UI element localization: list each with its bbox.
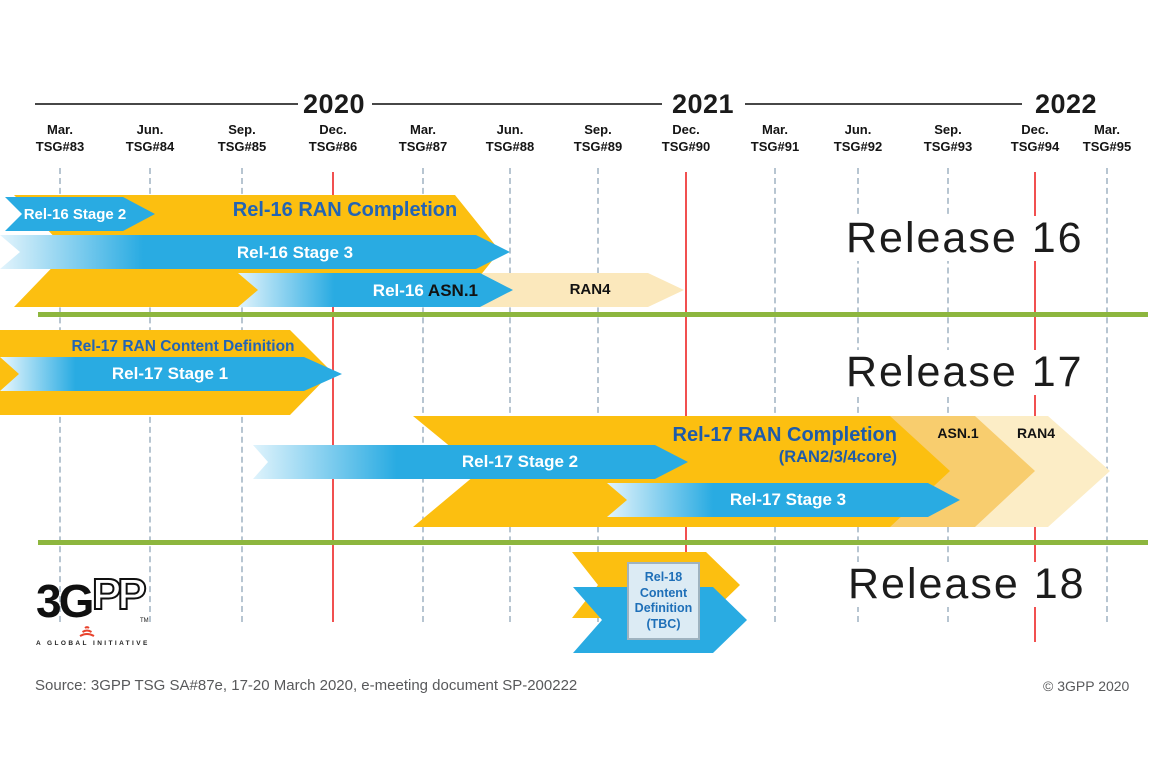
rel17-content-definition-label: Rel-17 RAN Content Definition — [71, 338, 295, 355]
rel17-stage1-label: Rel-17 Stage 1 — [111, 364, 229, 383]
meeting-label-tsg93: Sep.TSG#93 — [923, 122, 973, 154]
dashed-grid-line-tsg88 — [509, 168, 511, 622]
year-label-2022: 2022 — [1034, 89, 1098, 119]
rel17-ran-completion-label: Rel-17 RAN Completion (RAN2/3/4core) — [655, 424, 897, 467]
rel16-asn1-label-suffix: ASN.1 — [427, 281, 478, 300]
red-milestone-line-tsg90 — [685, 172, 687, 558]
rel16-asn1-arrow — [238, 273, 513, 307]
dashed-grid-line-tsg95 — [1106, 168, 1108, 622]
source-note: Source: 3GPP TSG SA#87e, 17-20 March 202… — [35, 677, 578, 694]
threegpp-logo-tm: TM — [140, 618, 149, 624]
rel17-stage1-arrow — [0, 357, 342, 391]
rel18-box-line: (TBC) — [646, 616, 681, 631]
rel16-asn1-label: Rel-16 ASN.1 — [320, 281, 478, 301]
header-rule-segment — [372, 103, 662, 105]
meeting-label-tsg86: Dec.TSG#86 — [308, 122, 358, 154]
rel18-box-line: Rel-18 — [644, 570, 683, 584]
dashed-grid-line-tsg87 — [422, 168, 424, 622]
threegpp-logo-3g: 3G — [36, 575, 94, 627]
rel17-stage3-arrow — [607, 483, 960, 517]
meeting-label-tsg87: Mar.TSG#87 — [398, 122, 448, 154]
threegpp-logo: 3G PP TM A GLOBAL INITIATIVE — [36, 572, 156, 650]
header-rule-segment — [35, 103, 298, 105]
rel18-box-line: Definition — [634, 601, 693, 615]
meeting-label-tsg92: Jun.TSG#92 — [833, 122, 883, 154]
rel16-asn1-label-prefix: Rel-16 — [372, 281, 428, 300]
meeting-label-tsg83: Mar.TSG#83 — [35, 122, 85, 154]
dashed-grid-line-tsg91 — [774, 168, 776, 622]
divider-rel17-rel18 — [38, 540, 1148, 545]
rel18-box-line: Content — [639, 585, 688, 600]
meeting-label-tsg94: Dec.TSG#94 — [1010, 122, 1060, 154]
copyright-note: © 3GPP 2020 — [1043, 678, 1130, 694]
threegpp-logo-tagline: A GLOBAL INITIATIVE — [36, 640, 150, 647]
rel17-stage2-label: Rel-17 Stage 2 — [461, 452, 579, 471]
release18-title: Release 18 — [840, 561, 1094, 608]
meeting-label-tsg88: Jun.TSG#88 — [485, 122, 535, 154]
meeting-label-tsg85: Sep.TSG#85 — [217, 122, 267, 154]
rel16-stage2-arrow — [5, 197, 155, 231]
dashed-grid-line-tsg89 — [597, 168, 599, 622]
year-label-2021: 2021 — [671, 89, 735, 119]
release16-title: Release 16 — [838, 215, 1092, 262]
rel16-ran4-label: RAN4 — [569, 281, 611, 298]
rel17-stage3-label: Rel-17 Stage 3 — [729, 490, 847, 509]
meeting-label-tsg84: Jun.TSG#84 — [125, 122, 175, 154]
header-rule-segment — [745, 103, 1022, 105]
red-milestone-line-tsg94 — [1034, 172, 1036, 642]
divider-rel16-rel17 — [38, 312, 1148, 317]
rel17-ran4-label: RAN4 — [1016, 425, 1056, 441]
threegpp-logo-waves-icon — [79, 626, 95, 637]
rel16-stage3-arrow — [0, 235, 510, 269]
meeting-label-tsg90: Dec.TSG#90 — [661, 122, 711, 154]
rel16-ran-completion-label: Rel-16 RAN Completion — [232, 199, 458, 221]
release17-title: Release 17 — [838, 349, 1092, 396]
rel17-stage2-arrow — [253, 445, 688, 479]
rel16-stage3-label: Rel-16 Stage 3 — [236, 243, 354, 262]
meeting-label-tsg91: Mar.TSG#91 — [750, 122, 800, 154]
meeting-label-tsg89: Sep.TSG#89 — [573, 122, 623, 154]
meeting-label-tsg95: Mar.TSG#95 — [1082, 122, 1132, 154]
rel17-asn1-label: ASN.1 — [937, 425, 979, 441]
rel17-ran-completion-title: Rel-17 RAN Completion — [672, 424, 897, 446]
year-label-2020: 2020 — [302, 89, 366, 119]
rel17-ran-completion-subtitle: (RAN2/3/4core) — [778, 448, 897, 466]
red-milestone-line-tsg86 — [332, 172, 334, 622]
rel16-stage2-label: Rel-16 Stage 2 — [23, 206, 127, 223]
threegpp-logo-pp: PP — [91, 570, 148, 619]
